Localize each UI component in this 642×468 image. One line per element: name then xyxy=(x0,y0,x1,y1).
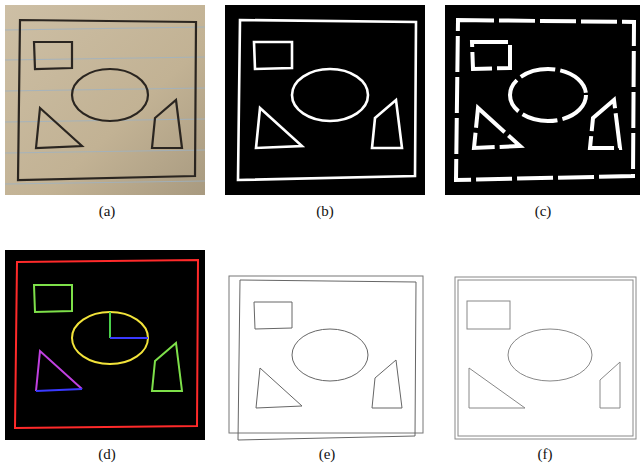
panel-label: (c) xyxy=(535,203,552,220)
binary-panel xyxy=(225,5,425,195)
primitive-panel xyxy=(5,250,205,440)
panel-label: (b) xyxy=(316,203,334,220)
photo-panel xyxy=(5,5,205,195)
panel-label: (a) xyxy=(99,203,116,220)
panel-label: (f) xyxy=(538,446,553,463)
panel-label: (e) xyxy=(319,446,336,463)
clean-panel xyxy=(445,250,640,440)
vector-panel xyxy=(225,250,425,440)
panel-label: (d) xyxy=(98,446,116,463)
stroke-panel xyxy=(445,5,640,195)
